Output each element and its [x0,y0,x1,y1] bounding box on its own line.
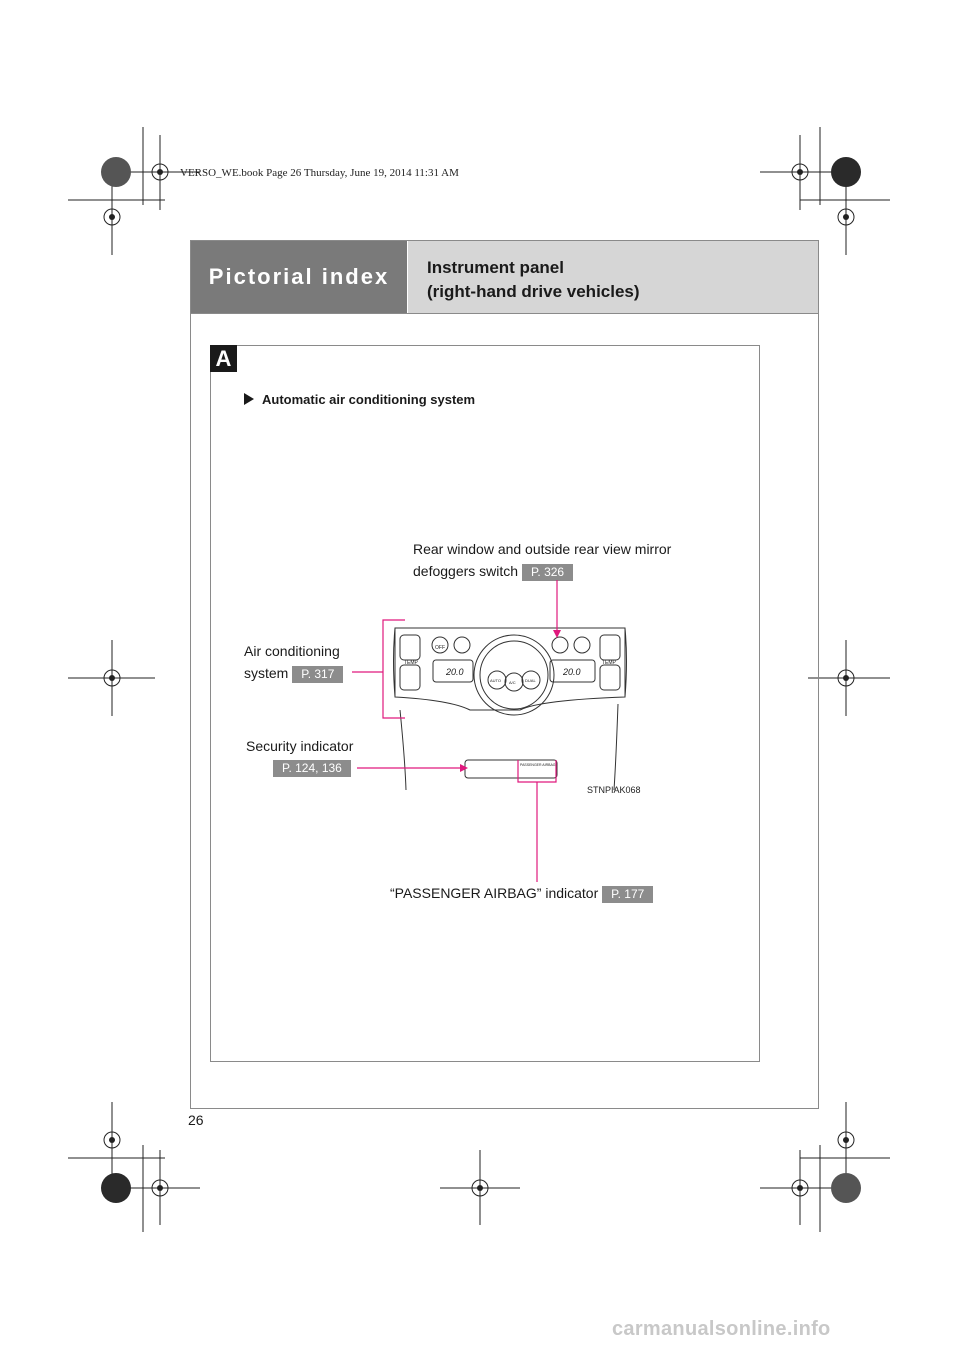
subheading-text: Automatic air conditioning system [262,392,476,407]
aircon-page-ref[interactable]: P. 317 [292,665,344,683]
title-header-bg [408,241,818,313]
airbag-label: “PASSENGER AIRBAG” indicator [390,885,599,901]
off-button-label: OFF [435,645,445,651]
dual-button-label: DUAL [525,678,536,683]
security-page-ref[interactable]: P. 124, 136 [273,760,351,778]
page-title-line2: (right-hand drive vehicles) [427,282,640,301]
defogger-page-ref[interactable]: P. 326 [521,563,574,581]
aircon-label-line2: system [244,665,289,681]
header-divider [191,313,818,314]
temp-left-label: TEMP [404,660,419,666]
watermark: carmanualsonline.info [612,1318,831,1340]
passenger-airbag-panel-label: PASSENGER AIRBAG [520,763,556,767]
airbag-callout: “PASSENGER AIRBAG” indicator P. 177 [390,882,654,904]
page-title-line1: Instrument panel [427,258,564,277]
defogger-label-line2: defoggers switch [413,563,519,579]
section-header: Pictorial index [191,241,407,313]
security-callout-ref-wrap: P. 124, 136 [273,760,351,778]
section-letter-badge: A [210,345,237,372]
display-right: 20.0 [562,667,581,677]
aircon-callout: Air conditioning system P. 317 [244,640,344,684]
defogger-label-line1: Rear window and outside rear view mirror [413,541,672,557]
defogger-callout: Rear window and outside rear view mirror… [413,538,671,582]
page-frame [190,240,819,1109]
subheading: Automatic air conditioning system [244,392,475,407]
content-box [210,345,760,1062]
aircon-label-line1: Air conditioning [244,643,340,659]
security-callout-label: Security indicator [246,738,354,754]
triangle-bullet-icon [244,393,254,405]
page-title: Instrument panel (right-hand drive vehic… [427,256,640,304]
airbag-page-ref[interactable]: P. 177 [602,885,654,903]
page-number: 26 [188,1112,204,1128]
book-info-line: VERSO_WE.book Page 26 Thursday, June 19,… [180,167,459,179]
ac-button-label: A/C [509,680,516,685]
display-left: 20.0 [445,667,464,677]
auto-button-label: AUTO [490,678,501,683]
temp-right-label: TEMP [602,660,617,666]
figure-code: STNPIAK068 [587,785,641,795]
